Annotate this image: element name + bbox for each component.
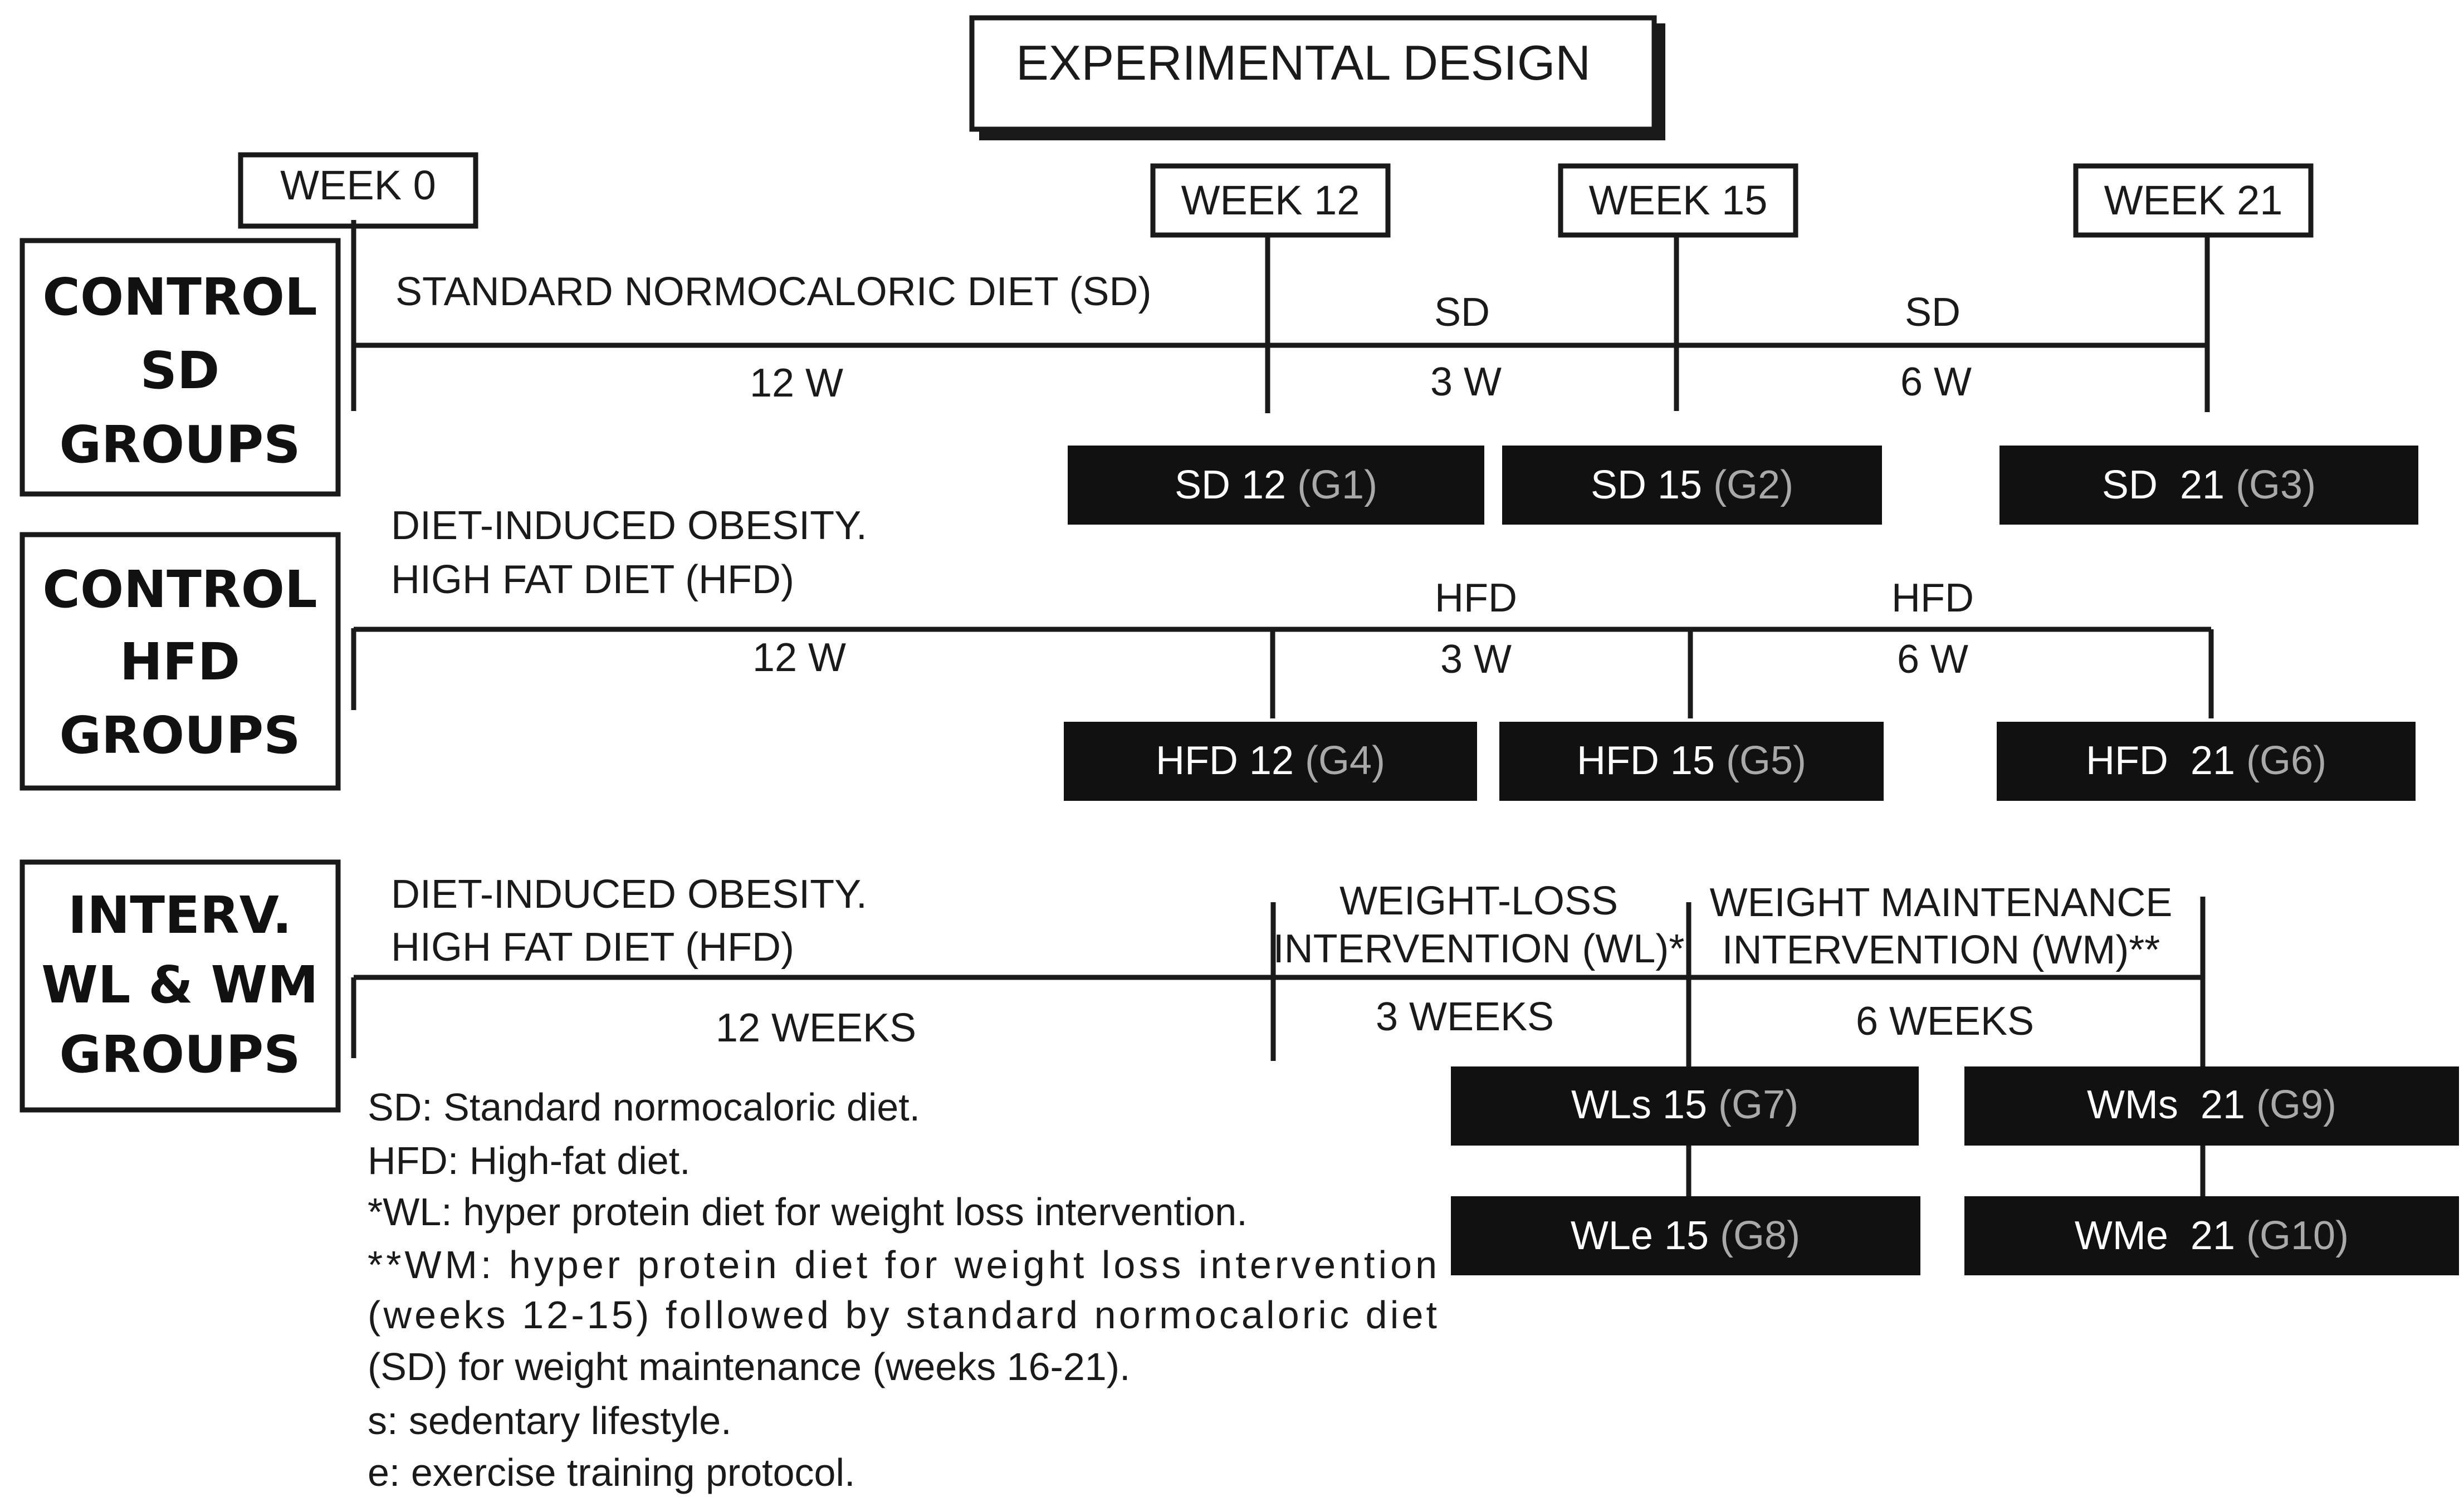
- group-box-g8: WLe 15 (G8): [1451, 1196, 1920, 1275]
- group-box-g7: WLs 15 (G7): [1451, 1066, 1919, 1146]
- group-label-line: CONTROL: [42, 560, 317, 619]
- group-box-g3: SD 21 (G3): [1999, 446, 2418, 525]
- group-label-line: WL & WM: [41, 955, 318, 1015]
- group-code: (G8): [1720, 1214, 1800, 1258]
- group-code: (G10): [2246, 1214, 2349, 1258]
- group-label-box: [19, 532, 341, 791]
- group-name: HFD 15: [1577, 738, 1715, 783]
- phase-2-duration: 3 W: [1440, 637, 1512, 682]
- svg-text:SD 21 (G3): SD 21 (G3): [2102, 463, 2316, 507]
- group-box-g9: WMs 21 (G9): [1964, 1066, 2459, 1146]
- group-label-box: [19, 238, 341, 497]
- group-name: SD 15: [1591, 463, 1702, 507]
- group-label-line: HFD: [120, 632, 240, 692]
- group-code: (G9): [2256, 1083, 2336, 1127]
- phase-1-duration: 12 WEEKS: [716, 1006, 916, 1050]
- group-name: SD 12: [1175, 463, 1286, 507]
- group-name: SD 21: [2102, 463, 2225, 507]
- group-name: WMe 21: [2075, 1214, 2235, 1258]
- group-label-line: SD: [140, 341, 220, 400]
- group-name: WMs 21: [2087, 1083, 2245, 1127]
- group-box-g2: SD 15 (G2): [1502, 446, 1882, 525]
- group-box-g6: HFD 21 (G6): [1997, 722, 2416, 801]
- phase-3-duration: 6 W: [1900, 360, 1972, 404]
- svg-text:WMe 21 (G10): WMe 21 (G10): [2075, 1214, 2349, 1258]
- legend-line: e: exercise training protocol.: [368, 1451, 855, 1494]
- group-code: (G2): [1713, 463, 1793, 507]
- svg-text:WLe 15 (G8): WLe 15 (G8): [1571, 1214, 1800, 1258]
- diet-text: DIET-INDUCED OBESITY.: [391, 503, 867, 548]
- group-box-g5: HFD 15 (G5): [1499, 722, 1884, 801]
- diet-text: HIGH FAT DIET (HFD): [391, 925, 794, 970]
- phase-3-label: HFD: [1891, 576, 1974, 620]
- diet-text: HIGH FAT DIET (HFD): [391, 557, 794, 602]
- group-label-line: GROUPS: [60, 706, 301, 765]
- phase-2-label: SD: [1434, 290, 1490, 335]
- row-control-sd: CONTROL SD GROUPS STANDARD NORMOCALORIC …: [19, 220, 2418, 525]
- week-0-box: [238, 152, 478, 229]
- legend-line: **WM: hyper protein diet for weight loss…: [368, 1243, 1437, 1286]
- diet-text: STANDARD NORMOCALORIC DIET (SD): [395, 270, 1151, 314]
- legend-line: *WL: hyper protein diet for weight loss …: [368, 1190, 1248, 1234]
- legend-line: (weeks 12-15) followed by standard normo…: [368, 1293, 1437, 1337]
- group-label-line: GROUPS: [60, 1025, 301, 1084]
- week-15-label: WEEK 15: [1589, 177, 1768, 223]
- svg-text:WLs 15 (G7): WLs 15 (G7): [1571, 1083, 1798, 1127]
- diagram-title: EXPERIMENTAL DESIGN: [1016, 35, 1591, 90]
- phase-3-duration: 6 W: [1897, 637, 1968, 682]
- group-box-g10: WMe 21 (G10): [1964, 1196, 2459, 1275]
- group-label-line: GROUPS: [60, 415, 301, 474]
- phase-2-label: WEIGHT-LOSS: [1339, 879, 1618, 923]
- phase-3-label: WEIGHT MAINTENANCE: [1710, 880, 2173, 925]
- week-markers: WEEK 0 WEEK 12 WEEK 15 WEEK 21: [238, 152, 2314, 238]
- week-21-box: [2073, 163, 2314, 238]
- title-box: EXPERIMENTAL DESIGN: [969, 15, 1665, 140]
- week-12-box: [1150, 163, 1391, 238]
- phase-3-label: SD: [1905, 290, 1961, 335]
- week-12-label: WEEK 12: [1181, 177, 1360, 223]
- legend-line: HFD: High-fat diet.: [368, 1139, 691, 1182]
- group-box-g1: SD 12 (G1): [1068, 446, 1484, 525]
- group-code: (G4): [1305, 738, 1385, 783]
- row-intervention: INTERV. WL & WM GROUPS DIET-INDUCED OBES…: [19, 859, 2459, 1275]
- svg-text:HFD 21 (G6): HFD 21 (G6): [2086, 738, 2326, 783]
- week-0-label: WEEK 0: [280, 162, 436, 208]
- phase-1-duration: 12 W: [750, 361, 843, 405]
- group-name: HFD 21: [2086, 738, 2235, 783]
- group-name: WLs 15: [1571, 1083, 1707, 1127]
- phase-2-duration: 3 W: [1430, 360, 1502, 404]
- group-label-line: CONTROL: [42, 267, 317, 327]
- group-code: (G1): [1297, 463, 1377, 507]
- legend-notes: SD: Standard normocaloric diet. HFD: Hig…: [368, 1085, 1437, 1494]
- svg-text:HFD 12 (G4): HFD 12 (G4): [1156, 738, 1385, 783]
- phase-2-label: INTERVENTION (WL)*: [1273, 927, 1685, 971]
- group-label-box: [19, 859, 341, 1113]
- week-21-label: WEEK 21: [2104, 177, 2283, 223]
- row-control-hfd: CONTROL HFD GROUPS DIET-INDUCED OBESITY.…: [19, 503, 2416, 801]
- legend-line: s: sedentary lifestyle.: [368, 1399, 732, 1442]
- group-code: (G6): [2246, 738, 2326, 783]
- group-code: (G5): [1726, 738, 1806, 783]
- svg-text:SD 12 (G1): SD 12 (G1): [1175, 463, 1377, 507]
- legend-line: SD: Standard normocaloric diet.: [368, 1085, 920, 1129]
- phase-3-duration: 6 WEEKS: [1856, 999, 2034, 1044]
- svg-text:SD 15 (G2): SD 15 (G2): [1591, 463, 1793, 507]
- group-name: WLe 15: [1571, 1214, 1709, 1258]
- group-code: (G7): [1718, 1083, 1798, 1127]
- phase-2-duration: 3 WEEKS: [1376, 995, 1554, 1039]
- svg-text:WMs 21 (G9): WMs 21 (G9): [2087, 1083, 2336, 1127]
- group-code: (G3): [2236, 463, 2316, 507]
- phase-2-label: HFD: [1435, 576, 1517, 620]
- phase-3-label: INTERVENTION (WM)**: [1722, 928, 2160, 972]
- group-name: HFD 12: [1156, 738, 1294, 783]
- group-box-g4: HFD 12 (G4): [1064, 722, 1477, 801]
- phase-1-duration: 12 W: [752, 635, 846, 680]
- svg-text:HFD 15 (G5): HFD 15 (G5): [1577, 738, 1806, 783]
- diet-text: DIET-INDUCED OBESITY.: [391, 872, 867, 917]
- group-label-line: INTERV.: [68, 885, 292, 945]
- legend-line: (SD) for weight maintenance (weeks 16-21…: [368, 1345, 1130, 1388]
